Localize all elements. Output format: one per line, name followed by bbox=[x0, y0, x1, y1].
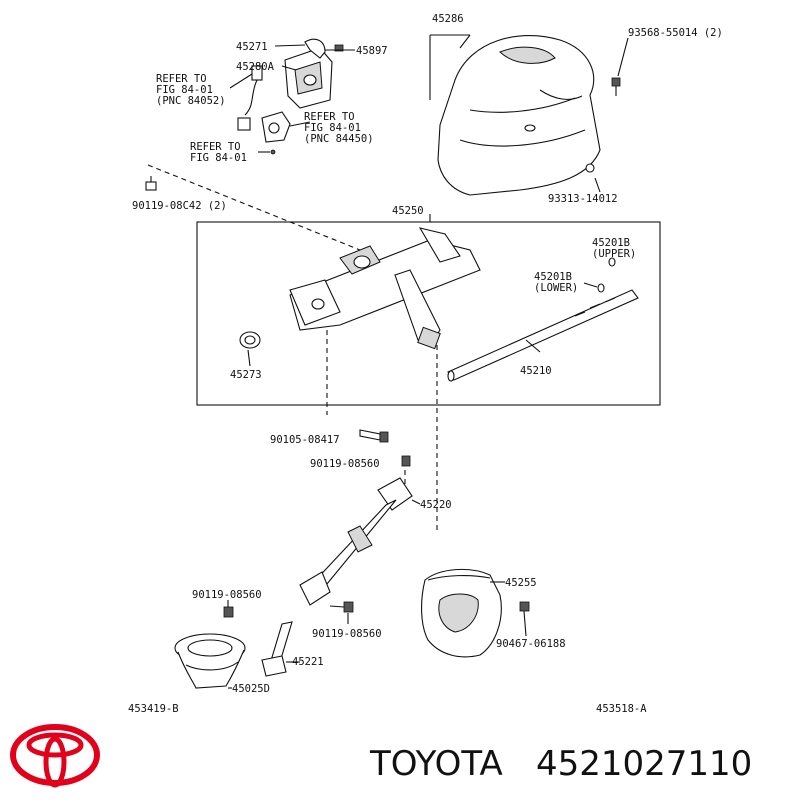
label-upper: (UPPER) bbox=[592, 248, 636, 260]
column-cover-45286 bbox=[437, 35, 601, 196]
refer3-line2: FIG 84-01 bbox=[190, 152, 247, 164]
bolt-90119-08560-right bbox=[329, 601, 354, 613]
intermediate-shaft-45220 bbox=[299, 477, 413, 606]
lower-shaft-45221 bbox=[261, 621, 293, 677]
refer3-line1: REFER TO bbox=[190, 141, 241, 153]
label-90105: 90105-08417 bbox=[270, 434, 340, 446]
refer1-line2: FIG 84-01 bbox=[156, 84, 213, 96]
sensor-connector bbox=[237, 65, 263, 131]
dust-boot-45025D bbox=[174, 633, 246, 689]
bolt-90105-08417 bbox=[359, 429, 389, 443]
toyota-logo-icon bbox=[10, 724, 100, 788]
label-45025D: 45025D bbox=[232, 683, 270, 695]
label-90119-08560-left: 90119-08560 bbox=[192, 589, 262, 601]
label-45280A: 45280A bbox=[236, 61, 275, 73]
label-45271: 45271 bbox=[236, 41, 268, 53]
ring-45201B bbox=[597, 257, 616, 293]
lower-cover-45255 bbox=[421, 568, 502, 658]
label-45250: 45250 bbox=[392, 205, 424, 217]
bolt-90119-08560-left bbox=[223, 606, 234, 618]
bolt-90119-08560-upper bbox=[401, 455, 411, 467]
clip-90467 bbox=[519, 601, 530, 612]
refer2-line1: REFER TO bbox=[304, 111, 355, 123]
label-93313: 93313-14012 bbox=[548, 193, 618, 205]
label-90119-08560-top: 90119-08560 bbox=[310, 458, 380, 470]
column-assembly-box bbox=[196, 221, 661, 406]
bracket-45271 bbox=[304, 38, 326, 59]
screw-93568 bbox=[611, 77, 621, 96]
label-lower: (LOWER) bbox=[534, 282, 578, 294]
label-45201B-upper: 45201B bbox=[592, 237, 630, 249]
label-45220: 45220 bbox=[420, 499, 452, 511]
refer1-line1: REFER TO bbox=[156, 73, 207, 85]
main-shaft-45210 bbox=[447, 289, 639, 382]
part-number: 4521027110 bbox=[536, 744, 752, 784]
brand-name: TOYOTA bbox=[369, 744, 503, 784]
label-45201B-lower: 45201B bbox=[534, 271, 572, 283]
figure-code-right: 453518-A bbox=[596, 703, 647, 715]
label-45286: 45286 bbox=[432, 13, 464, 25]
switch-housing-45280A bbox=[284, 47, 333, 109]
label-45221: 45221 bbox=[292, 656, 324, 668]
bolt-90119-08C42 bbox=[145, 176, 157, 191]
label-45210: 45210 bbox=[520, 365, 552, 377]
label-45255: 45255 bbox=[505, 577, 537, 589]
label-90119-08560-right: 90119-08560 bbox=[312, 628, 382, 640]
refer1-line3: (PNC 84052) bbox=[156, 95, 226, 107]
bushing-45273 bbox=[239, 331, 261, 349]
refer2-line2: FIG 84-01 bbox=[304, 122, 361, 134]
column-tube-45250 bbox=[289, 227, 481, 350]
label-45897: 45897 bbox=[356, 45, 388, 57]
label-90467: 90467-06188 bbox=[496, 638, 566, 650]
label-45273: 45273 bbox=[230, 369, 262, 381]
bolt-45897 bbox=[334, 44, 344, 52]
label-90119-08C42: 90119-08C42 (2) bbox=[132, 200, 227, 212]
ignition-switch bbox=[261, 111, 291, 143]
refer2-line3: (PNC 84450) bbox=[304, 133, 374, 145]
figure-code-left: 453419-B bbox=[128, 703, 179, 715]
label-93568: 93568-55014 (2) bbox=[628, 27, 723, 39]
